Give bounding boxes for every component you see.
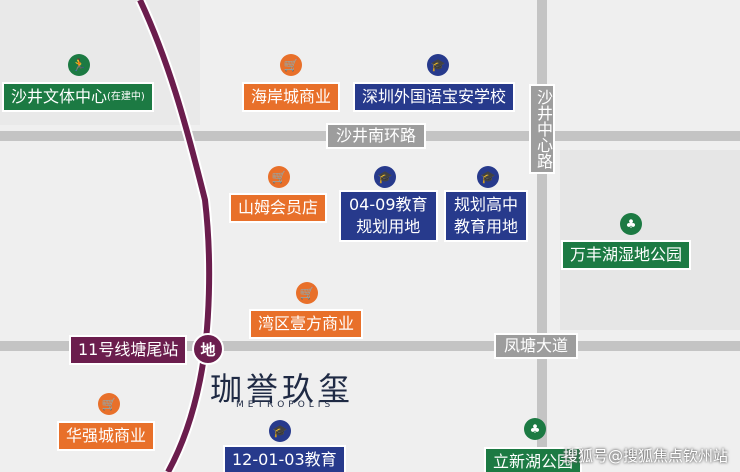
poi-line: 规划用地 — [356, 217, 421, 236]
graduation-cap-icon: 🎓 — [477, 166, 499, 188]
road-label-south-ring: 沙井南环路 — [326, 123, 427, 149]
poi-line: 04-09教育 — [349, 195, 428, 214]
poi-huaqiang-mall: 华强城商业 — [57, 421, 156, 451]
poi-edu-0409: 04-09教育 规划用地 — [339, 190, 438, 242]
road-label-shajing-center: 沙井中心路 — [529, 84, 555, 174]
graduation-cap-icon: 🎓 — [269, 420, 291, 442]
shopping-cart-icon: 🛒 — [296, 282, 318, 304]
poi-label: 沙井文体中心 — [11, 87, 108, 106]
road-shajing-center — [537, 0, 547, 472]
poi-line: 教育用地 — [454, 217, 519, 236]
tree-icon: ♣ — [524, 418, 546, 440]
poi-shajing-sports: 沙井文体中心(在建中) — [2, 82, 154, 112]
poi-wanfeng-park: 万丰湖湿地公园 — [561, 240, 692, 270]
project-subtitle: METROPOLIS — [236, 400, 335, 410]
poi-line: 规划高中 — [454, 195, 519, 214]
project-name: 珈誉玖玺 — [210, 370, 355, 408]
metro-line-11 — [137, 0, 213, 472]
shopping-cart-icon: 🛒 — [268, 166, 290, 188]
running-icon: 🏃 — [68, 54, 90, 76]
poi-note: (在建中) — [107, 91, 145, 103]
poi-lixin-park: 立新湖公园 — [484, 447, 583, 472]
graduation-cap-icon: 🎓 — [374, 166, 396, 188]
road-fengtang — [0, 341, 740, 351]
metro-station-label: 11号线塘尾站 — [69, 335, 188, 365]
poi-edu-120103: 12-01-03教育 — [223, 445, 346, 472]
tree-icon: ♣ — [620, 213, 642, 235]
poi-wanqu-mall: 湾区壹方商业 — [249, 309, 364, 339]
poi-haian-mall: 海岸城商业 — [242, 82, 341, 112]
watermark: 搜狐号@搜狐焦点钦州站 — [562, 447, 728, 465]
poi-foreign-school: 深圳外国语宝安学校 — [353, 82, 516, 112]
shopping-cart-icon: 🛒 — [280, 54, 302, 76]
shopping-cart-icon: 🛒 — [98, 393, 120, 415]
metro-logo-icon: 地 — [192, 333, 224, 365]
poi-highschool: 规划高中 教育用地 — [444, 190, 529, 242]
graduation-cap-icon: 🎓 — [427, 54, 449, 76]
poi-sams-club: 山姆会员店 — [229, 193, 328, 223]
road-label-fengtang: 凤塘大道 — [494, 333, 579, 359]
